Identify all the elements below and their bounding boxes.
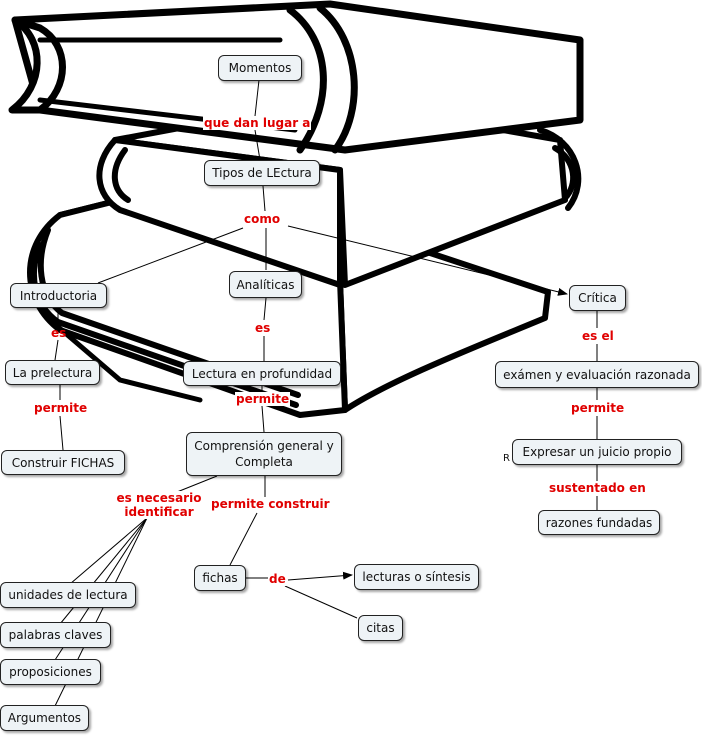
link-es-el: es el: [581, 329, 615, 343]
node-argumentos[interactable]: Argumentos: [0, 705, 89, 731]
link-permite-lectura: permite: [235, 392, 291, 406]
node-introductoria[interactable]: Introductoria: [10, 283, 107, 308]
link-es-necesario-identificar: es necesario identificar: [114, 491, 204, 519]
node-comprension-general[interactable]: Comprensión general y Completa: [186, 432, 342, 476]
link-que-dan-lugar-a: que dan lugar a: [203, 116, 312, 130]
link-como: como: [243, 212, 282, 226]
node-momentos[interactable]: Momentos: [218, 55, 302, 81]
node-examen-evaluacion[interactable]: exámen y evaluación razonada: [495, 361, 699, 388]
link-permite-construir: permite construir: [210, 497, 331, 511]
link-es-introductoria: es: [51, 326, 67, 340]
stray-letter: R: [503, 453, 510, 464]
link-permite-prelectura: permite: [33, 401, 89, 415]
node-citas[interactable]: citas: [358, 615, 403, 641]
node-critica[interactable]: Crítica: [569, 285, 626, 311]
node-lecturas-o-sintesis[interactable]: lecturas o síntesis: [354, 564, 479, 590]
node-construir-fichas[interactable]: Construir FICHAS: [1, 450, 125, 475]
node-fichas[interactable]: fichas: [194, 565, 246, 591]
link-permite-examen: permite: [570, 401, 626, 415]
node-palabras-claves[interactable]: palabras claves: [0, 622, 111, 648]
node-lectura-en-profundidad[interactable]: Lectura en profundidad: [183, 361, 341, 386]
node-tipos-de-lectura[interactable]: Tipos de LEctura: [204, 160, 320, 186]
node-unidades-de-lectura[interactable]: unidades de lectura: [0, 582, 136, 608]
link-sustentado-en: sustentado en: [548, 481, 647, 495]
node-expresar-juicio[interactable]: Expresar un juicio propio: [512, 439, 682, 465]
node-analiticas[interactable]: Analíticas: [229, 271, 302, 298]
node-proposiciones[interactable]: proposiciones: [0, 659, 101, 685]
link-de: de: [268, 572, 287, 586]
link-es-analiticas: es: [254, 321, 272, 335]
node-razones-fundadas[interactable]: razones fundadas: [538, 510, 660, 535]
node-la-prelectura[interactable]: La prelectura: [5, 360, 100, 385]
